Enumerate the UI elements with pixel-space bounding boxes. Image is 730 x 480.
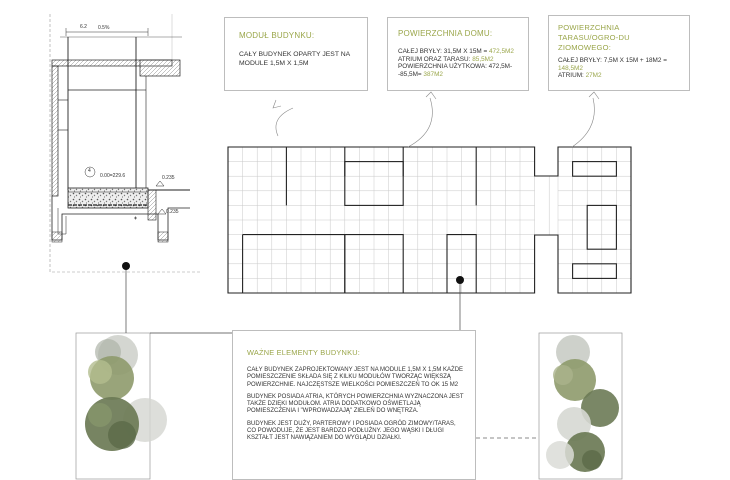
section-level-floor: 0.00=229.6: [100, 173, 126, 179]
taras-line2-value: 148,5M2: [558, 64, 583, 72]
powierzchnia-line1: CAŁEJ BRYŁY: 31,5M X 15M =: [398, 48, 489, 55]
taras-text: CAŁEJ BRYŁY: 7,5M X 15M + 18M2 = 148,5M2…: [558, 57, 681, 80]
taras-title: POWIERZCHNIA TARASU/OGRO-DU ZIOMOWEGO:: [558, 23, 630, 52]
taras-line1: CAŁEJ BRYŁY: 7,5M X 15M + 18M2 =: [558, 57, 667, 64]
modul-box: MODUŁ BUDYNKU: CAŁY BUDYNEK OPARTY JEST …: [224, 17, 368, 91]
powierzchnia-line1-value: 472,5M2: [489, 48, 514, 55]
taras-box: POWIERZCHNIA TARASU/OGRO-DU ZIOMOWEGO: C…: [548, 15, 690, 91]
building-outline: [227, 146, 632, 294]
powierzchnia-box: POWIERZCHNIA DOMU: CAŁEJ BRYŁY: 31,5M X …: [387, 17, 529, 91]
powierzchnia-text: CAŁEJ BRYŁY: 31,5M X 15M = 472,5M2 ATRIU…: [398, 48, 520, 78]
tree-group-right: [538, 332, 623, 480]
powierzchnia-line4: -85,5M=: [398, 70, 424, 78]
taras-line3: ATRIUM:: [558, 72, 586, 80]
powierzchnia-line4-value: 387M2: [423, 70, 443, 78]
wazne-p3: BUDYNEK JEST DUŻY, PARTEROWY I POSIADA O…: [247, 420, 456, 442]
interior-wall: [446, 234, 477, 293]
section-drawing: [49, 14, 200, 273]
floor-plan-grid: [227, 146, 632, 294]
powierzchnia-line3: POWIERZCHNIA UŻYTKOWA: 472,5M-: [398, 63, 513, 71]
wazne-box: WAŻNE ELEMENTY BUDYNKU: CAŁY BUDYNEK ZAP…: [232, 330, 476, 480]
wazne-p2: BUDYNEK POSIADA ATRIA, KTÓRYCH POWIERZCH…: [247, 393, 464, 415]
modul-title: MODUŁ BUDYNKU:: [239, 31, 315, 40]
powierzchnia-title: POWIERZCHNIA DOMU:: [398, 29, 493, 38]
section-dim-top: 6.2: [80, 24, 87, 30]
powierzchnia-line2-value: 85,5M2: [472, 55, 494, 63]
terrace-room: [572, 161, 617, 177]
modul-text: CAŁY BUDYNEK OPARTY JEST NA MODULE 1,5M …: [239, 51, 350, 67]
connector-lines: [122, 91, 600, 439]
wazne-p1: CAŁY BUDYNEK ZAPROJEKTOWANY JEST NA MODU…: [247, 367, 464, 388]
taras-line3-value: 27M2: [585, 72, 602, 80]
section-level-right-1: 0.235: [162, 175, 175, 181]
section-level-right-2: 0.235: [166, 209, 179, 215]
powierzchnia-line2: ATRIUM ORAZ TARASU:: [398, 55, 473, 63]
wazne-title: WAŻNE ELEMENTY BUDYNKU:: [247, 348, 361, 357]
section-slope: 0.5%: [98, 25, 110, 31]
terrace-room: [572, 263, 617, 279]
terrace-atrium: [586, 204, 617, 250]
tree-group-left: [75, 332, 167, 480]
atrium-top: [344, 161, 404, 206]
section-marker: 4: [88, 168, 91, 174]
